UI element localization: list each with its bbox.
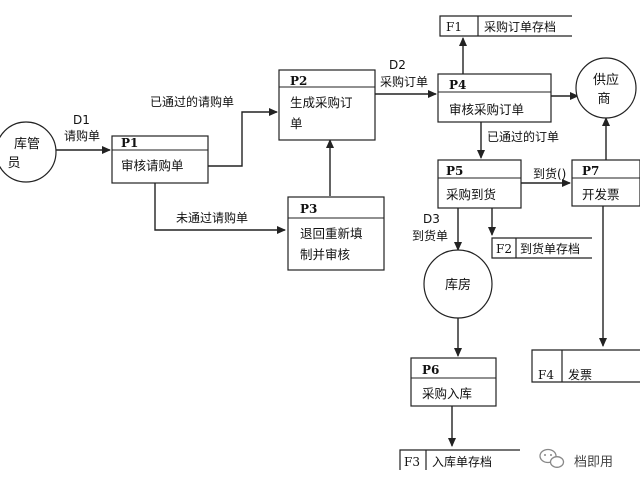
- flow-lines: [46, 37, 610, 447]
- process-p4: P4 审核采购订单: [437, 73, 552, 123]
- flow-d3-id-label: D3: [423, 212, 440, 226]
- flow-d1-id-label: D1: [73, 113, 90, 127]
- process-p3-label-1: 退回重新填: [300, 226, 363, 241]
- store-f2-id: F2: [496, 242, 512, 256]
- store-f2: F2 到货单存档: [491, 237, 592, 259]
- process-p7-label: 开发票: [582, 187, 620, 202]
- flow-approved-request-label: 已通过的请购单: [150, 94, 234, 109]
- entity-gongyingshang-label-1: 供应: [593, 72, 619, 88]
- entity-gongyingshang-label-2: 商: [597, 92, 610, 107]
- entity-kuguanyuan-label-2: 员: [7, 156, 20, 171]
- store-f1-id: F1: [446, 20, 462, 34]
- process-p7-id: P7: [582, 164, 599, 178]
- process-p3-label-2: 制并审核: [300, 247, 351, 262]
- process-p4-label: 审核采购订单: [449, 102, 524, 117]
- flow-d2-id-label: D2: [389, 58, 406, 72]
- watermark: 档即用: [539, 448, 613, 470]
- flow-approved-order-label: 已通过的订单: [487, 129, 559, 144]
- process-p2-label-2: 单: [290, 116, 303, 131]
- entity-kuguanyuan: 库管 员: [0, 121, 57, 183]
- process-p5-id: P5: [446, 164, 463, 178]
- process-p6-id: P6: [422, 363, 439, 377]
- entity-kuguanyuan-label-1: 库管: [14, 136, 40, 152]
- process-p6-label: 采购入库: [422, 386, 472, 401]
- store-f4: F4 发票: [531, 349, 640, 383]
- process-p3: P3 退回重新填 制并审核: [287, 196, 385, 271]
- process-p2: P2 生成采购订 单: [278, 69, 376, 141]
- store-f1: F1 采购订单存档: [439, 15, 572, 37]
- process-p1-id: P1: [121, 136, 138, 150]
- flow-rejected-request-label: 未通过请购单: [176, 210, 248, 225]
- store-f2-name: 到货单存档: [520, 241, 580, 256]
- process-p7: P7 开发票: [571, 159, 640, 207]
- entity-kufang: 库房: [423, 249, 493, 319]
- store-f3-name: 入库单存档: [432, 454, 492, 469]
- process-p2-id: P2: [290, 74, 307, 88]
- flow-arrival-label: 到货(): [533, 166, 566, 181]
- process-p2-label-1: 生成采购订: [290, 95, 353, 110]
- watermark-text: 档即用: [574, 455, 613, 470]
- store-f1-name: 采购订单存档: [484, 19, 556, 34]
- store-f4-name: 发票: [568, 367, 592, 382]
- flow-d1-name-label: 请购单: [64, 128, 100, 143]
- store-f4-id: F4: [538, 368, 554, 382]
- store-f3-id: F3: [404, 455, 420, 469]
- entity-kufang-label: 库房: [445, 277, 471, 293]
- process-p1: P1 审核请购单: [111, 135, 209, 184]
- store-f3: F3 入库单存档: [399, 449, 520, 470]
- wechat-icon: [539, 448, 565, 468]
- process-p1-label: 审核请购单: [121, 158, 184, 173]
- process-p4-id: P4: [449, 78, 466, 92]
- process-p5: P5 采购到货: [437, 159, 522, 209]
- flow-d3-name-label: 到货单: [412, 228, 448, 243]
- entity-gongyingshang: 供应 商: [575, 57, 637, 119]
- process-p3-id: P3: [300, 202, 317, 216]
- flow-rejected-request-arrow: [154, 183, 286, 234]
- flow-approved-request-arrow: [208, 108, 278, 167]
- process-p6: P6 采购入库: [410, 357, 497, 407]
- flow-d2-name-label: 采购订单: [380, 74, 428, 89]
- process-p5-label: 采购到货: [446, 187, 496, 202]
